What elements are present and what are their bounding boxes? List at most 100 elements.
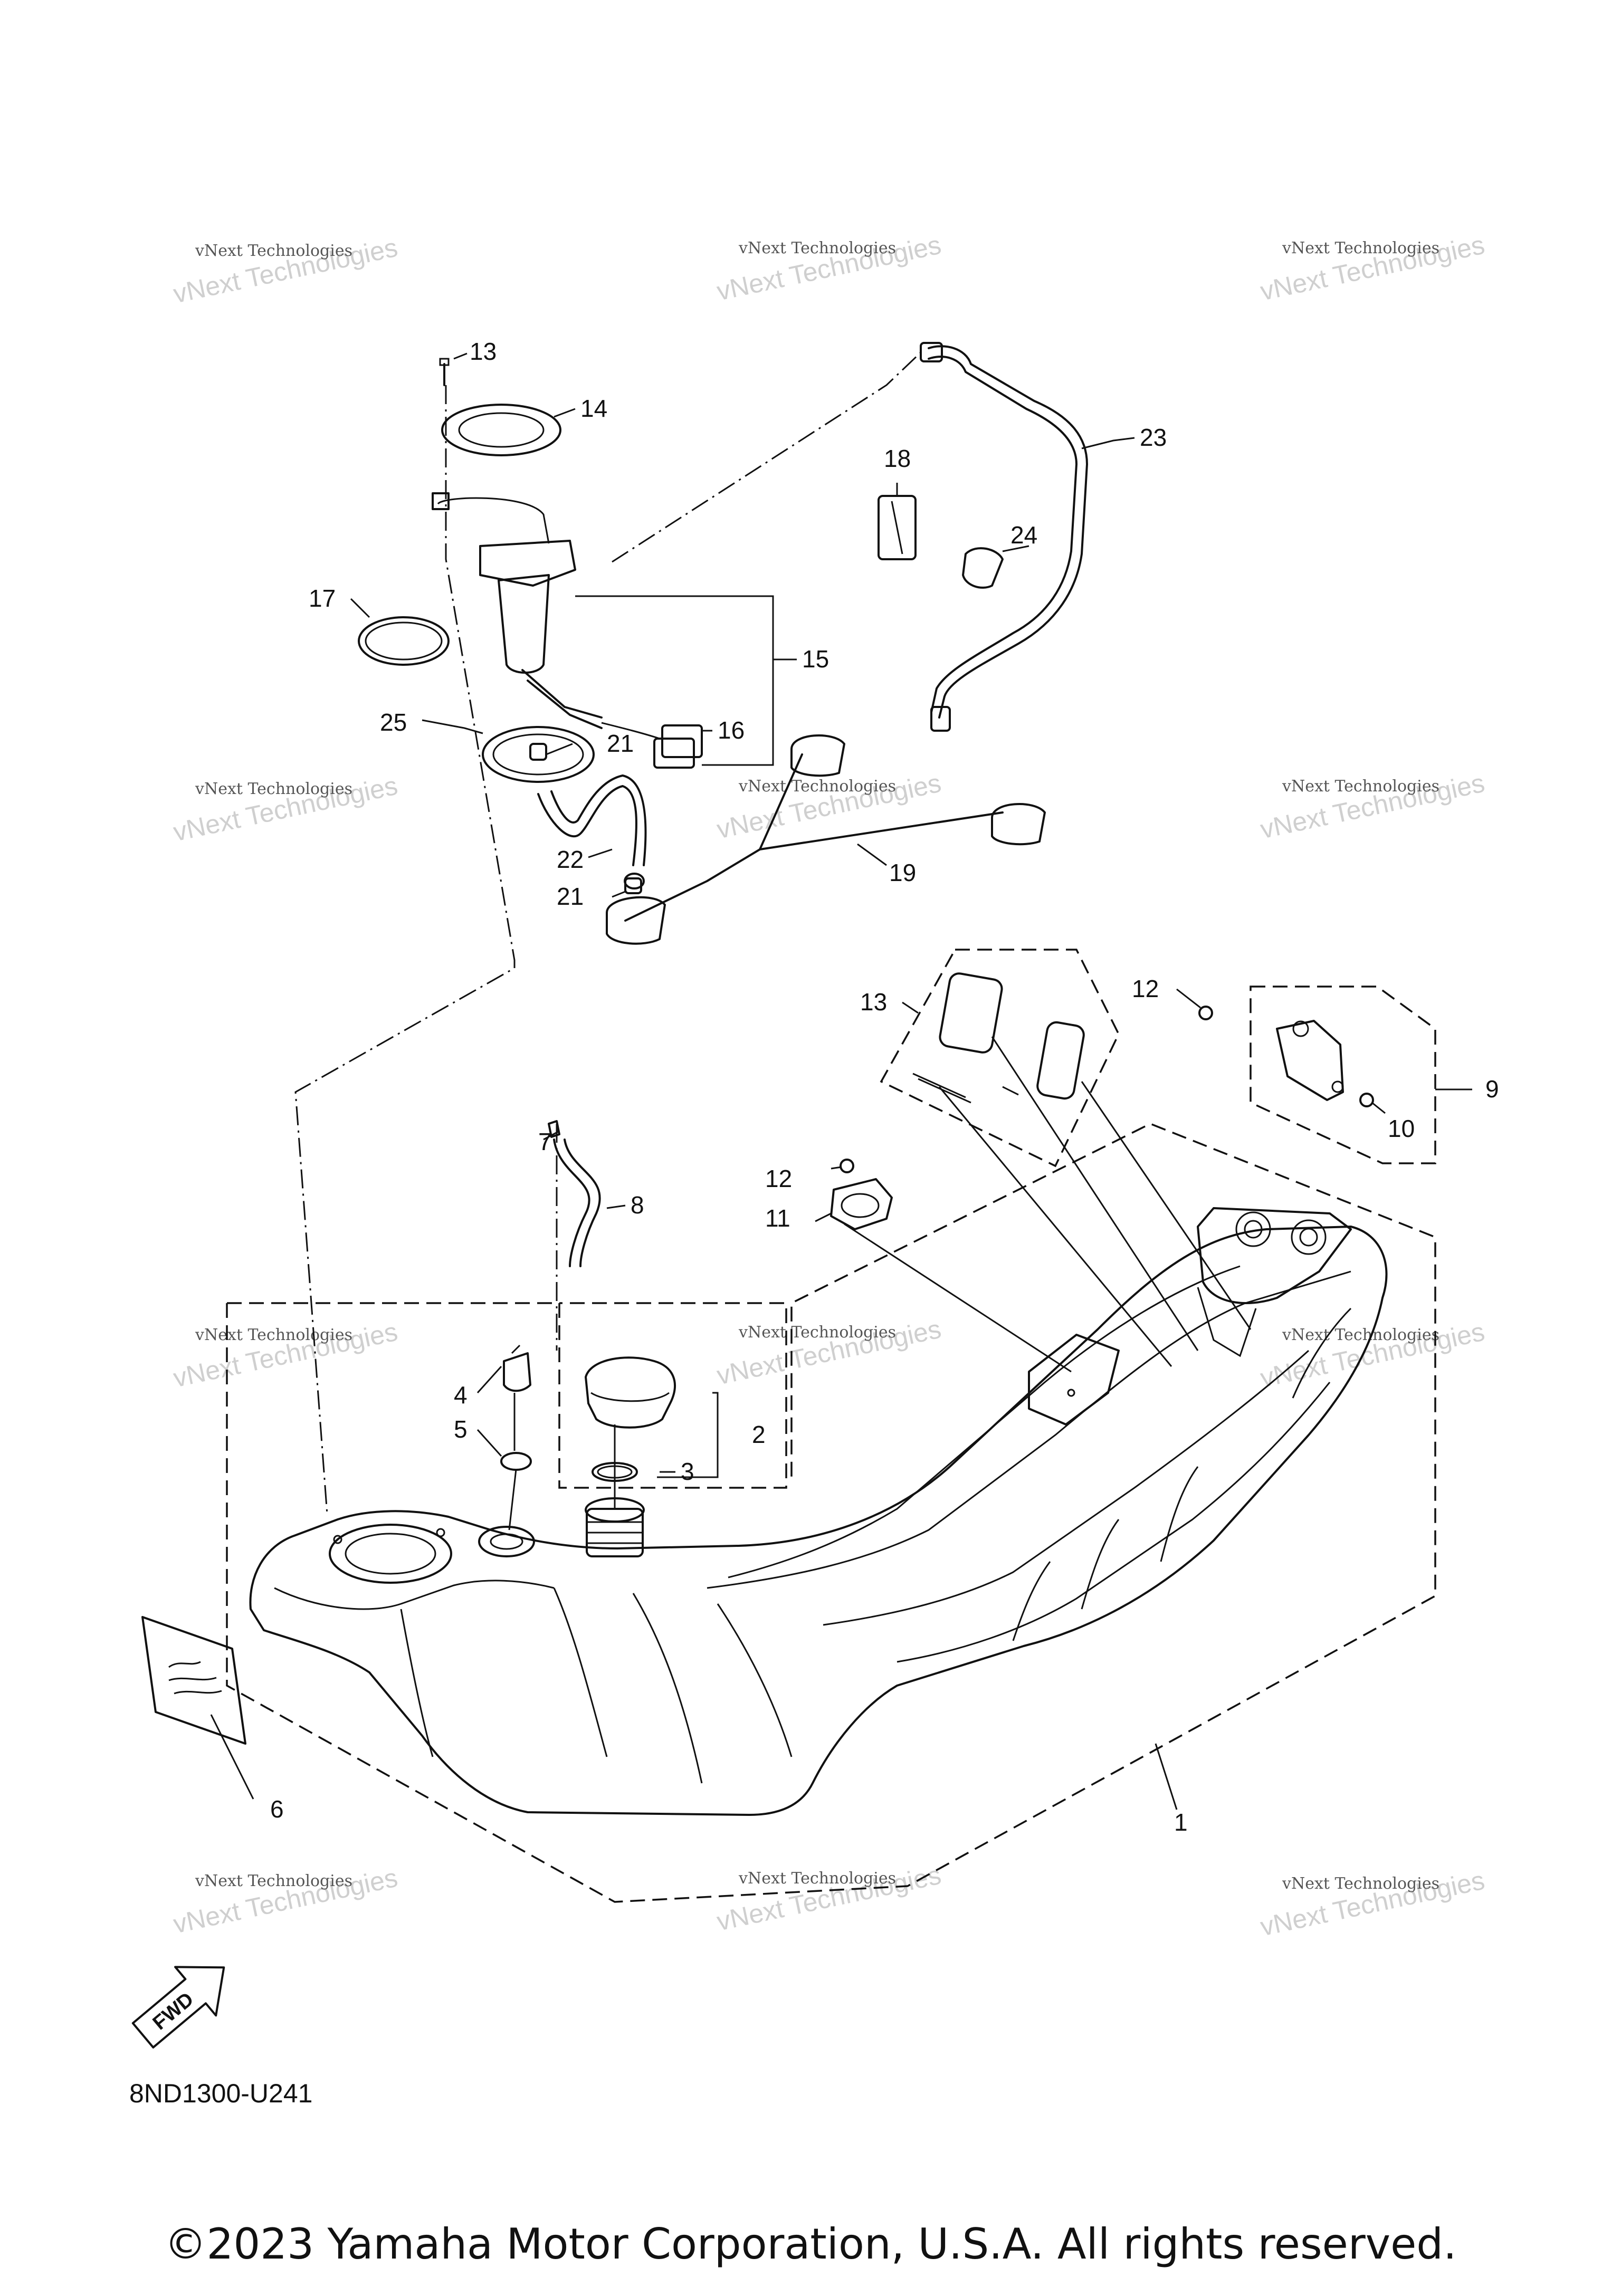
callout-21: 21 bbox=[607, 730, 634, 757]
callout-2: 2 bbox=[752, 1421, 766, 1448]
bracket-bolt bbox=[1292, 1020, 1309, 1037]
hose-nut bbox=[624, 873, 645, 889]
small-parts bbox=[830, 972, 1374, 1230]
pump-connector-2 bbox=[653, 738, 695, 769]
leader-12b bbox=[831, 1166, 842, 1170]
breather-hose bbox=[553, 1139, 590, 1267]
bracket-assembly-outline bbox=[1250, 986, 1436, 1164]
callout-20: 19 bbox=[889, 859, 916, 886]
callout-24: 24 bbox=[1010, 521, 1037, 549]
callout-22: 22 bbox=[557, 846, 584, 873]
callout-6: 6 bbox=[270, 1795, 284, 1823]
watermark: vNext Technologies bbox=[1282, 1326, 1439, 1344]
tank-assembly-outline bbox=[226, 1123, 1436, 1903]
callout-17: 16 bbox=[718, 716, 745, 744]
callout-14: 13 bbox=[470, 338, 497, 365]
breather-seat-inner bbox=[490, 1533, 523, 1550]
pump-gasket bbox=[482, 726, 595, 783]
breather-nipple bbox=[511, 1344, 521, 1354]
watermark: vNext Technologies bbox=[738, 1869, 896, 1888]
callout-9: 9 bbox=[1485, 1075, 1499, 1103]
hose-clamp bbox=[529, 743, 547, 761]
graphic-stripe bbox=[1002, 1086, 1019, 1096]
callout-25: 25 bbox=[380, 709, 407, 736]
breather-valve bbox=[503, 1352, 531, 1392]
filler-neck bbox=[586, 1508, 644, 1557]
assembly-outlines bbox=[226, 949, 1436, 1903]
pump-wire bbox=[437, 497, 550, 544]
breather-grommet bbox=[500, 1452, 532, 1471]
leader-lines bbox=[210, 352, 1472, 1810]
leader-18 bbox=[350, 598, 370, 618]
pump-wire-clip bbox=[432, 492, 450, 510]
tank-contour bbox=[1012, 1561, 1051, 1641]
cap-assembly-outline bbox=[558, 1302, 787, 1489]
leader-16-bracket bbox=[575, 595, 774, 766]
pump-plate-inner bbox=[458, 412, 545, 448]
fuel-hose-y bbox=[606, 734, 1046, 945]
callout-18: 17 bbox=[309, 585, 336, 612]
leader-13 bbox=[902, 1001, 919, 1014]
callout-labels: 13 14 15 16 17 18 19 21 21 22 23 24 25 2… bbox=[270, 338, 1499, 1836]
bracket-bolt bbox=[1331, 1080, 1344, 1093]
pump-body bbox=[498, 574, 550, 674]
tank-rear-mount-arm bbox=[1197, 1287, 1257, 1357]
watermark: vNext Technologies bbox=[195, 242, 352, 260]
watermark: vNext Technologies bbox=[195, 1326, 352, 1344]
callout-7: 7 bbox=[538, 1128, 552, 1155]
mount-hole bbox=[1299, 1228, 1318, 1247]
tank-contour bbox=[400, 1609, 434, 1757]
watermark-layer: vNext Technologies vNext Technologies vN… bbox=[170, 230, 1487, 1942]
copyright-notice: ©2023 Yamaha Motor Corporation, U.S.A. A… bbox=[164, 2220, 1457, 2269]
callout-21: 21 bbox=[557, 883, 584, 910]
fuel-cap bbox=[585, 1356, 676, 1482]
callout-23: 23 bbox=[1140, 424, 1167, 451]
tank-seam bbox=[897, 1382, 1331, 1663]
graphic-reference-line bbox=[938, 1086, 1172, 1367]
forward-arrow-icon bbox=[131, 1966, 225, 2049]
graphic-reference-line bbox=[1081, 1081, 1252, 1330]
pump-gasket-inner bbox=[492, 733, 584, 776]
tank-contour bbox=[632, 1593, 703, 1784]
pump-sender-arm bbox=[521, 669, 603, 719]
callout-5: 5 bbox=[454, 1415, 468, 1443]
tank-contour bbox=[553, 1587, 608, 1757]
tank-bracket bbox=[1276, 1020, 1344, 1101]
breather-hose-edge bbox=[564, 1139, 601, 1267]
plate-reference-line bbox=[844, 1223, 1072, 1373]
fuel-cap-body bbox=[585, 1356, 676, 1429]
tank-contour bbox=[1292, 1307, 1352, 1399]
graphic-emblem bbox=[1036, 1021, 1085, 1100]
watermark: vNext Technologies bbox=[738, 777, 896, 796]
mount-plate-hole bbox=[841, 1193, 880, 1218]
leader-12a bbox=[1176, 988, 1201, 1009]
hose-cap bbox=[790, 734, 845, 777]
hose-connector bbox=[930, 706, 951, 732]
leader-4 bbox=[476, 1365, 502, 1394]
pump-opening bbox=[329, 1524, 452, 1584]
callout-10: 10 bbox=[1388, 1115, 1415, 1142]
tank-seam bbox=[707, 1270, 1351, 1589]
tank-outline bbox=[249, 1226, 1388, 1816]
watermark: vNext Technologies bbox=[738, 1323, 896, 1342]
collar bbox=[1198, 1006, 1213, 1020]
leader-10 bbox=[1371, 1102, 1386, 1114]
leader-21a bbox=[546, 743, 573, 755]
pump-flange bbox=[479, 540, 576, 587]
breather-seat bbox=[478, 1526, 535, 1557]
callout-16: 15 bbox=[802, 645, 829, 673]
forward-label: FWD bbox=[149, 1988, 198, 2034]
fuel-tank bbox=[249, 1207, 1388, 1816]
forward-arrow: FWD bbox=[131, 1966, 225, 2049]
fuel-delivery-hose-edge bbox=[928, 356, 1078, 713]
callout-12: 12 bbox=[765, 1165, 792, 1192]
mount-hole bbox=[1244, 1220, 1263, 1239]
watermark: vNext Technologies bbox=[738, 239, 896, 257]
leader-14 bbox=[453, 352, 468, 360]
tank-bracket-plate bbox=[1028, 1334, 1120, 1426]
graphic-emblem bbox=[939, 972, 1003, 1054]
leader-8 bbox=[606, 1204, 626, 1209]
tank-seam bbox=[728, 1265, 1241, 1578]
watermark: vNext Technologies bbox=[1282, 777, 1439, 796]
